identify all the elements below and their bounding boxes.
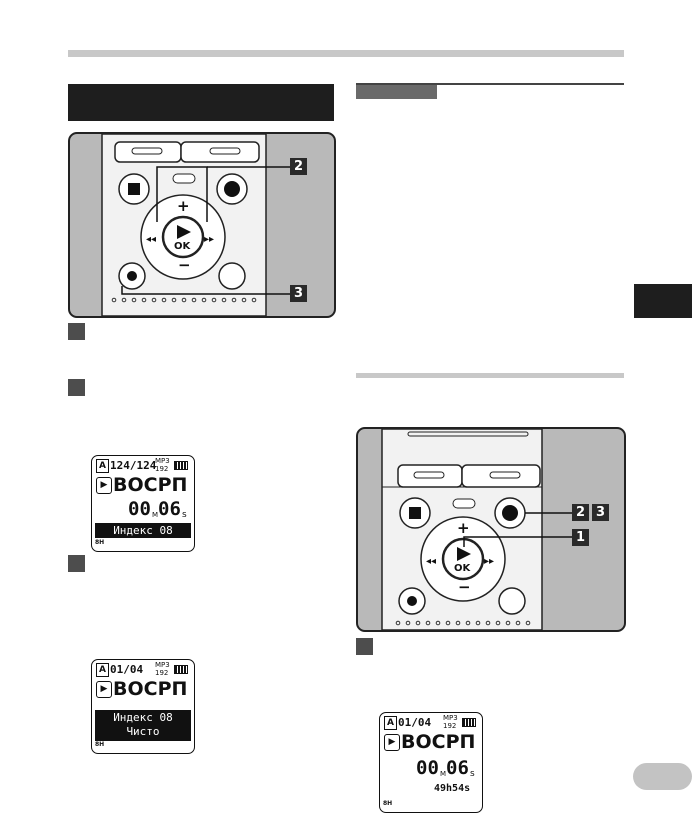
device-illustration-right: OK + − ◂◂ ▸▸ 2 3 1 xyxy=(356,427,626,632)
step-marker-right xyxy=(356,638,373,655)
section-rule-right xyxy=(356,373,624,378)
lcd-time-min: 00 xyxy=(128,498,151,520)
lcd-time-unit-m: M xyxy=(152,511,159,519)
lcd-time-sec: 06 xyxy=(158,498,181,520)
svg-text:▸▸: ▸▸ xyxy=(484,556,494,567)
lcd-screen-3: A 01/04 MP3 192 ▶ ВОСРП 00 M 06 s 49h54s… xyxy=(379,712,483,813)
lcd-remaining: 49h54s xyxy=(434,783,471,794)
lcd-format-bottom: 192 xyxy=(443,722,457,730)
lcd-footer: 8H xyxy=(95,741,105,748)
top-right-button xyxy=(461,464,541,488)
lcd-screen-1: A 124/124 MP3 192 ▶ ВОСРП 00 M 06 s Инде… xyxy=(91,455,195,552)
lcd-footer: 8H xyxy=(95,539,105,546)
lcd-counter: 01/04 xyxy=(110,663,144,676)
lcd-folder-icon: A xyxy=(96,459,109,473)
lcd-footer: 8H xyxy=(383,800,393,807)
lcd-screen-2: A 01/04 MP3 192 ▶ ВОСРП Индекс 08 Чисто … xyxy=(91,659,195,754)
note-tag xyxy=(356,84,437,99)
callout-1: 1 xyxy=(572,529,589,546)
section-header-left xyxy=(68,84,334,121)
lcd-folder-icon: A xyxy=(384,716,397,730)
step-marker-3 xyxy=(68,555,85,572)
lcd-band: Индекс 08 Чисто xyxy=(95,710,191,741)
svg-text:−: − xyxy=(178,256,191,274)
battery-icon xyxy=(174,665,188,674)
step-marker-2 xyxy=(68,379,85,396)
svg-text:◂◂: ◂◂ xyxy=(426,556,436,567)
device-drawing: OK + − ◂◂ ▸▸ xyxy=(101,134,290,316)
note-rule xyxy=(356,83,624,85)
play-icon: ▶ xyxy=(96,477,112,494)
lcd-counter: 01/04 xyxy=(398,716,432,729)
lcd-counter: 124/124 xyxy=(110,459,157,472)
top-right-button xyxy=(180,141,260,163)
lcd-time-sec: 06 xyxy=(446,757,469,779)
lcd-time-unit-s: s xyxy=(470,769,475,779)
lcd-time-min: 00 xyxy=(416,757,439,779)
svg-text:+: + xyxy=(457,519,470,537)
callout-3: 3 xyxy=(592,504,609,521)
lcd-format-top: MP3 xyxy=(155,457,170,465)
svg-text:+: + xyxy=(177,197,190,215)
chapter-tab xyxy=(634,284,692,318)
lcd-format-bottom: 192 xyxy=(155,465,169,473)
top-left-button xyxy=(397,464,463,488)
callout-2: 2 xyxy=(572,504,589,521)
lcd-format-top: MP3 xyxy=(155,661,170,669)
lcd-band-line-2: Чисто xyxy=(126,725,160,738)
lcd-folder-icon: A xyxy=(96,663,109,677)
device-drawing: OK + − ◂◂ ▸▸ xyxy=(381,429,572,630)
svg-text:▸▸: ▸▸ xyxy=(204,234,214,245)
lcd-band-line-1: Индекс 08 xyxy=(113,711,173,724)
step-marker-1 xyxy=(68,323,85,340)
lcd-time-unit-m: M xyxy=(440,770,447,778)
lcd-time-unit-s: s xyxy=(182,510,187,520)
svg-text:OK: OK xyxy=(454,563,472,574)
header-rule xyxy=(68,50,624,57)
play-icon: ▶ xyxy=(96,681,112,698)
lcd-mode: ВОСРП xyxy=(113,474,188,496)
battery-icon xyxy=(462,718,476,727)
callout-3: 3 xyxy=(290,285,307,302)
callout-2: 2 xyxy=(290,158,307,175)
play-icon: ▶ xyxy=(384,734,400,751)
lcd-mode: ВОСРП xyxy=(113,678,188,700)
lcd-format-bottom: 192 xyxy=(155,669,169,677)
lcd-format-top: MP3 xyxy=(443,714,458,722)
device-illustration-left: OK + − ◂◂ ▸▸ 2 3 xyxy=(68,132,336,318)
battery-icon xyxy=(174,461,188,470)
top-left-button xyxy=(114,141,182,163)
svg-text:OK: OK xyxy=(174,241,192,252)
svg-text:◂◂: ◂◂ xyxy=(146,234,156,245)
lcd-mode: ВОСРП xyxy=(401,731,476,753)
svg-text:−: − xyxy=(458,578,471,596)
page-number-badge xyxy=(633,763,692,790)
lcd-band: Индекс 08 xyxy=(95,523,191,538)
